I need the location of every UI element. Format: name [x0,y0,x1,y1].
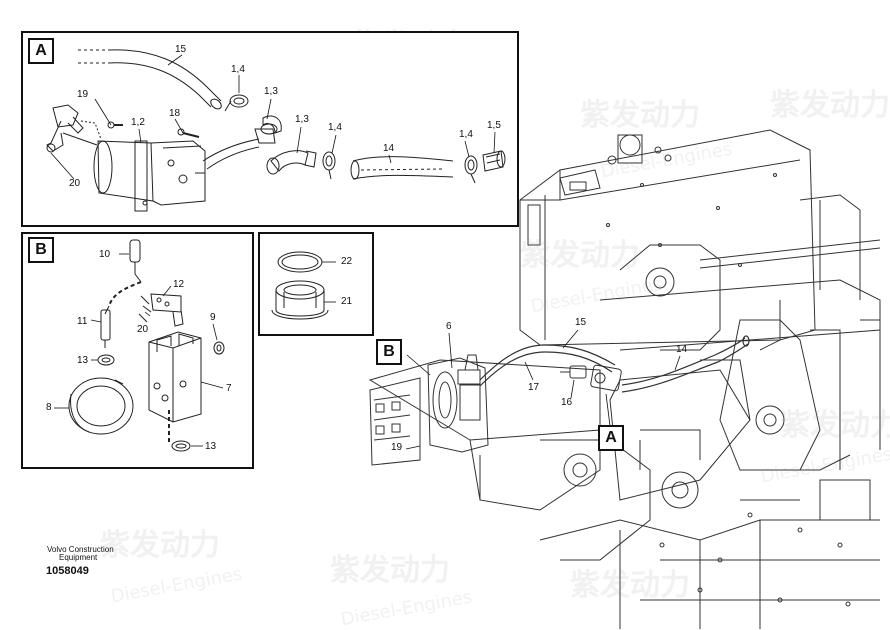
callout-11: 11 [77,316,88,327]
inset-c-drawing [271,251,336,320]
callout-16: 16 [561,397,573,408]
callout-14: 14 [676,344,688,355]
callout-1-4: 1,4 [231,64,245,75]
callout-15: 15 [175,44,187,55]
callout-12: 12 [173,279,185,290]
inset-a-drawing [46,49,506,212]
lower-chassis [368,359,880,629]
tank-block [519,129,816,346]
heater-assembly-main [427,354,489,453]
main-tag-b: B [376,339,402,365]
callout-20: 20 [69,178,81,189]
inset-b-tag: B [28,237,54,263]
callout-22: 22 [341,256,353,267]
pump-main [560,364,622,392]
callout-21: 21 [341,296,353,307]
callout-19: 19 [77,89,89,100]
terminal-block [369,377,421,466]
callout-1-3: 1,3 [264,86,278,97]
document-number: 1058049 [46,565,89,577]
callout-7: 7 [226,383,232,394]
inset-b-drawing [54,239,225,452]
callout-10: 10 [99,249,111,260]
callout-1-4: 1,4 [459,129,473,140]
brand-line-1: Volvo Construction [47,545,114,554]
callout-1-4: 1,4 [328,122,342,133]
callout-8: 8 [46,402,52,413]
callout-17: 17 [528,382,540,393]
callout-1-3: 1,3 [295,114,309,125]
callout-9: 9 [210,312,216,323]
callout-18: 18 [169,108,181,119]
inset-a-tag: A [28,38,54,64]
callout-20: 20 [137,324,149,335]
main-tag-a: A [598,425,624,451]
frame-structure [599,194,881,470]
brand-line-2: Equipment [59,553,98,562]
inset-c-frame [258,232,374,336]
hoses-main [479,335,750,393]
callout-6: 6 [446,321,452,332]
leader-lines-main [405,329,681,450]
callout-14: 14 [383,143,395,154]
callout-15: 15 [575,317,587,328]
callout-1-2: 1,2 [131,117,145,128]
callout-1-5: 1,5 [487,120,501,131]
callout-13: 13 [205,441,217,452]
callout-19: 19 [391,442,403,453]
callout-13: 13 [77,355,89,366]
inset-b-frame [21,232,254,469]
